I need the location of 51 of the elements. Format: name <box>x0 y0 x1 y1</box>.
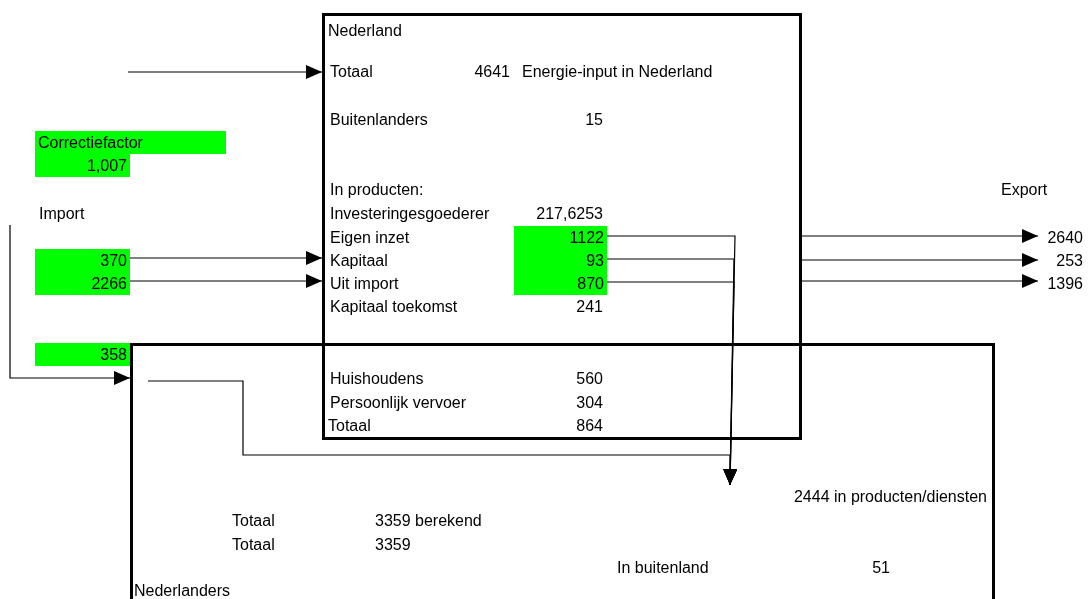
region-frame <box>130 343 995 599</box>
row-label: Energie-input in Nederland <box>521 62 714 82</box>
row-label: Export <box>1000 180 1049 200</box>
highlighted-value: 93 <box>514 249 607 272</box>
row-label: 3359 berekend <box>374 511 483 531</box>
arrow <box>9 224 131 385</box>
value: 15 <box>584 110 604 130</box>
value: 304 <box>575 393 604 413</box>
section-heading: Nederlanders <box>134 581 231 599</box>
value: 241 <box>575 297 604 317</box>
highlighted-value: Correctiefactor <box>35 131 226 154</box>
region-frame <box>322 13 802 440</box>
row-label: Persoonlijk vervoer <box>329 393 468 413</box>
row-label: Huishoudens <box>329 369 425 389</box>
highlighted-value: 370 <box>35 249 130 272</box>
arrow <box>127 65 323 79</box>
arrow <box>801 274 1039 288</box>
value: 2640 <box>1038 226 1086 249</box>
row-label: Totaal <box>231 511 276 531</box>
value: 864 <box>575 416 604 436</box>
row-label: Kapitaal toekomst <box>329 297 459 317</box>
value: 3359 <box>374 535 412 555</box>
arrow <box>801 229 1039 243</box>
arrow <box>129 251 323 265</box>
section-heading: Nederland <box>328 21 402 41</box>
value: 253 <box>1038 249 1086 272</box>
row-label: Totaal <box>329 62 374 82</box>
value: 217,6253 <box>535 204 604 224</box>
value: 560 <box>575 369 604 389</box>
arrow <box>801 253 1039 267</box>
arrow <box>129 274 323 288</box>
value: 51 <box>871 558 891 578</box>
value: 1396 <box>1038 272 1086 295</box>
row-label: In producten: <box>329 180 425 200</box>
row-label: 2444 in producten/diensten <box>720 485 990 508</box>
row-label: Eigen inzet <box>329 228 411 248</box>
row-label: In buitenland <box>616 558 710 578</box>
row-label: Totaal <box>231 535 276 555</box>
row-label: Investeringesgoederer <box>329 204 491 224</box>
row-label: Buitenlanders <box>329 110 429 130</box>
row-label: Import <box>5 202 106 225</box>
value: 4641 <box>473 62 511 82</box>
row-label: Kapitaal <box>329 251 389 271</box>
row-label: Totaal <box>327 416 372 436</box>
highlighted-value: 2266 <box>35 272 130 295</box>
highlighted-value: 1,007 <box>35 154 130 177</box>
row-label: Uit import <box>329 274 400 294</box>
highlighted-value: 358 <box>35 343 130 366</box>
highlighted-value: 1122 <box>514 226 607 249</box>
arrow <box>147 380 737 486</box>
highlighted-value: 870 <box>514 272 607 295</box>
